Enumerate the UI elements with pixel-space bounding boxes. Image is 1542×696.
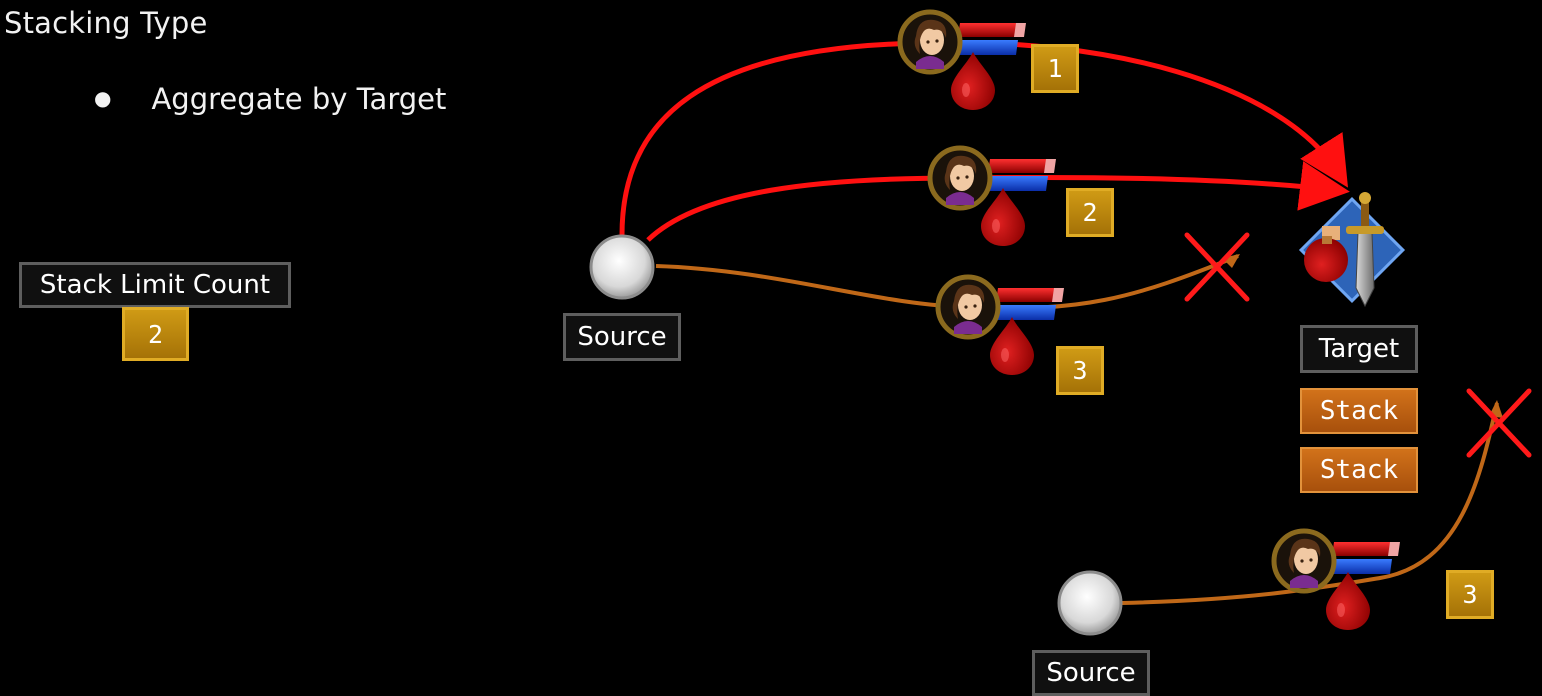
blood-drop-icon — [990, 317, 1034, 375]
character-portrait-icon — [900, 12, 960, 72]
application-number-badge-3-lower: 3 — [1446, 570, 1494, 619]
character-portrait-icon — [1274, 531, 1334, 591]
application-number-badge-3: 3 — [1056, 346, 1104, 395]
bullet-text: Aggregate by Target — [151, 82, 447, 116]
health-mana-bar-icon — [1330, 542, 1400, 574]
bullet-item: ● Aggregate by Target — [94, 82, 446, 116]
bullet-dot-icon: ● — [94, 86, 112, 110]
stack-limit-value-badge: 2 — [122, 307, 189, 361]
stack-entry-2: Stack — [1300, 447, 1418, 493]
slide-title: Stacking Type — [4, 6, 208, 40]
rejected-x-icon — [1187, 235, 1247, 299]
rejected-x-icon — [1469, 391, 1529, 455]
character-portrait-icon — [938, 277, 998, 337]
arrow-path-4-rejected — [1121, 402, 1499, 605]
application-number-badge-1: 1 — [1031, 44, 1079, 93]
stack-entry-1: Stack — [1300, 388, 1418, 434]
blood-drop-icon — [981, 188, 1025, 246]
source2-node-icon — [1057, 570, 1123, 636]
source-label: Source — [563, 313, 681, 361]
effect-application-2 — [930, 148, 1056, 246]
blood-drop-icon — [951, 52, 995, 110]
source2-label: Source — [1032, 650, 1150, 696]
effect-application-1 — [900, 12, 1026, 110]
target-label: Target — [1300, 325, 1418, 373]
stack-limit-label: Stack Limit Count — [19, 262, 291, 308]
health-mana-bar-icon — [956, 23, 1026, 55]
effect-application-3 — [938, 277, 1064, 375]
health-mana-bar-icon — [994, 288, 1064, 320]
effect-application-3-lower — [1274, 531, 1400, 630]
character-portrait-icon — [930, 148, 990, 208]
target-sword-potion-icon — [1298, 192, 1406, 308]
application-number-badge-2: 2 — [1066, 188, 1114, 237]
source-node-icon — [589, 234, 655, 300]
